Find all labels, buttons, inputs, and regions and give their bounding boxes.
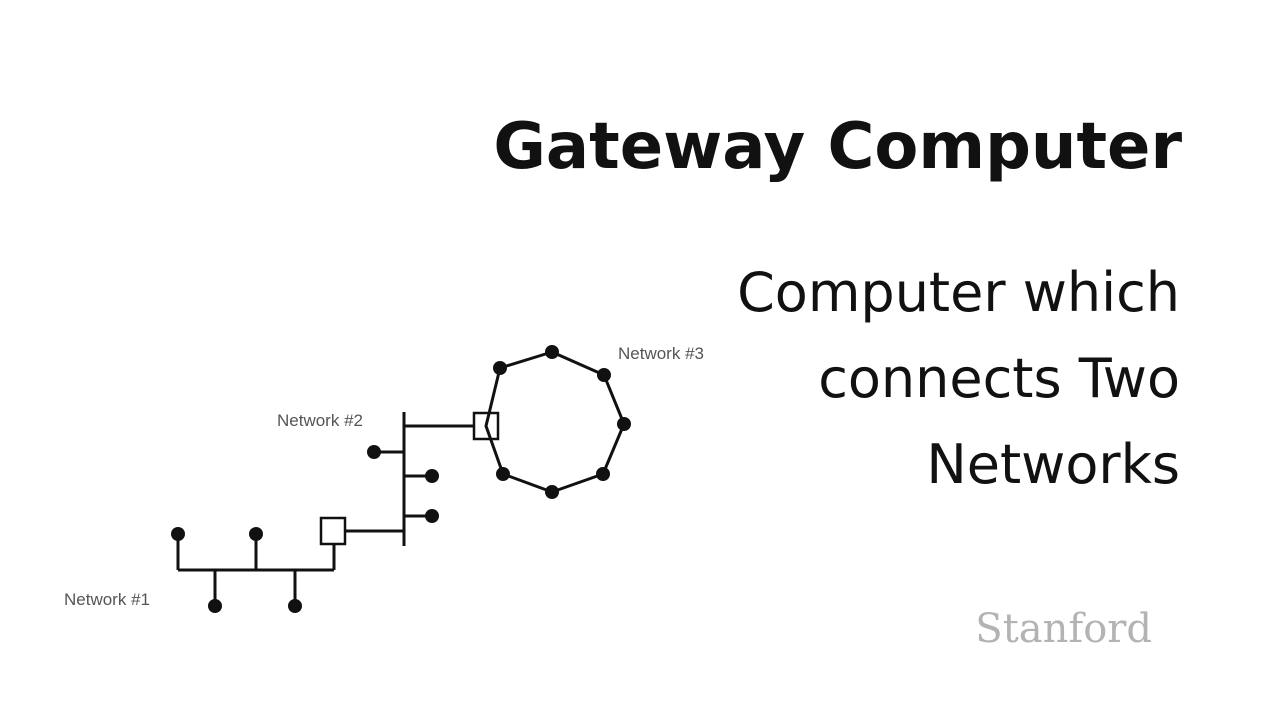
network-3-node xyxy=(596,467,610,481)
network-2-node xyxy=(425,509,439,523)
gateway-network-diagram: Network #1 Network #2 xyxy=(64,344,704,613)
slide-subtitle: Computer which connects Two Networks xyxy=(620,250,1180,508)
subtitle-line-3: Networks xyxy=(926,433,1180,496)
network-1-label: Network #1 xyxy=(64,590,150,609)
network-2-node xyxy=(367,445,381,459)
network-3: Network #3 xyxy=(484,344,704,499)
slide-title: Gateway Computer xyxy=(493,110,1182,184)
network-2-node xyxy=(425,469,439,483)
network-1-node xyxy=(208,599,222,613)
network-3-node xyxy=(545,485,559,499)
network-1-node xyxy=(288,599,302,613)
gateway-computer-a xyxy=(319,516,347,546)
network-1: Network #1 xyxy=(64,527,336,613)
network-3-node xyxy=(617,417,631,431)
network-1-node xyxy=(171,527,185,541)
network-2: Network #2 xyxy=(277,411,439,546)
network-3-node xyxy=(597,368,611,382)
stanford-logo: Stanford xyxy=(975,606,1152,652)
subtitle-line-1: Computer which xyxy=(737,261,1180,324)
subtitle-line-2: connects Two xyxy=(818,347,1180,410)
network-3-node xyxy=(496,467,510,481)
network-1-node xyxy=(249,527,263,541)
network-3-label: Network #3 xyxy=(618,344,704,363)
network-2-label: Network #2 xyxy=(277,411,363,430)
network-3-node xyxy=(493,361,507,375)
network-3-node xyxy=(545,345,559,359)
